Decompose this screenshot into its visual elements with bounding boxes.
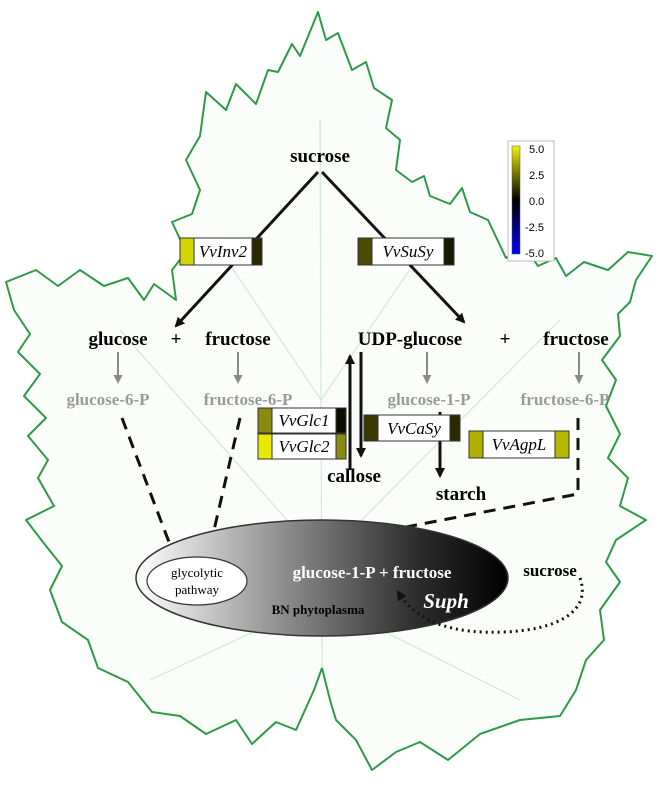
gene-box-vvagpl: VvAgpL	[468, 430, 570, 459]
gene-label: VvCaSy	[387, 419, 441, 438]
scale-tick-label: -2.5	[525, 222, 544, 234]
gene-label: VvAgpL	[492, 435, 547, 454]
sucrose-uptake-arrow	[396, 577, 584, 634]
plus-sign-right: +	[500, 329, 511, 350]
suph-enzyme: Suph	[423, 589, 469, 613]
callose-label: callose	[327, 466, 381, 487]
glycolytic-pathway-ellipse	[146, 556, 248, 606]
sucrose-label: sucrose	[290, 146, 350, 167]
gene-box-vvglc2: VvGlc2	[257, 433, 347, 460]
gene-label: VvGlc2	[279, 437, 330, 456]
fructose-6-p-right-label: fructose-6-P	[521, 390, 610, 409]
scale-tick-label: -5.0	[525, 248, 544, 260]
reaction-arrows	[174, 170, 466, 478]
gene-label-box	[271, 433, 337, 460]
glucose-label: glucose	[88, 329, 147, 350]
plus-sign-left: +	[171, 329, 182, 350]
gene-color-right	[251, 237, 263, 266]
gene-label-box	[482, 430, 556, 459]
gene-label: VvInv2	[199, 242, 248, 261]
glycolytic-line1: glycolytic	[171, 565, 223, 580]
gene-box-vvsusy: VvSuSy	[357, 237, 455, 266]
gene-label-box	[193, 237, 253, 266]
glucose-1-p-label: glucose-1-P	[387, 390, 470, 409]
gene-color-right	[335, 433, 347, 460]
glucose-6-p-label: glucose-6-P	[66, 390, 149, 409]
gene-color-right	[554, 430, 570, 459]
gray-arrows	[113, 352, 584, 384]
gene-label-box	[371, 237, 445, 266]
gene-color-left	[357, 237, 373, 266]
fructose-6-p-left-label: fructose-6-P	[204, 390, 293, 409]
gene-color-left	[363, 414, 379, 442]
gene-label: VvSuSy	[383, 242, 434, 261]
sucrose-uptake-label: sucrose	[523, 561, 577, 580]
gene-box-vvglc1: VvGlc1	[257, 407, 347, 434]
starch-label: starch	[436, 484, 487, 505]
gene-color-right	[335, 407, 347, 434]
color-scale-legend: 5.0 2.5 0.0 -2.5 -5.0	[507, 140, 555, 262]
color-scale-bar	[511, 145, 521, 255]
gene-box-vvinv2: VvInv2	[179, 237, 263, 266]
phytoplasma-products: glucose-1-P + fructose	[293, 563, 452, 582]
glycolytic-line2: pathway	[175, 582, 220, 597]
metabolite-labels: sucrose glucose + fructose UDP-glucose +…	[66, 146, 609, 505]
fructose-right-label: fructose	[543, 329, 608, 350]
gene-label-box	[377, 414, 451, 442]
gene-color-left	[468, 430, 484, 459]
gene-label: VvGlc1	[279, 411, 330, 430]
scale-tick-label: 5.0	[529, 144, 544, 156]
gene-box-vvcasy: VvCaSy	[363, 414, 461, 442]
scale-tick-label: 0.0	[529, 196, 544, 208]
scale-tick-label: 2.5	[529, 170, 544, 182]
udp-glucose-label: UDP-glucose	[358, 329, 462, 350]
phytoplasma-cell	[135, 519, 509, 637]
gene-color-right	[449, 414, 461, 442]
gene-color-left	[257, 433, 273, 460]
phytoplasma-label: BN phytoplasma	[272, 602, 365, 617]
fructose-left-label: fructose	[205, 329, 270, 350]
gene-color-left	[257, 407, 273, 434]
gene-color-right	[443, 237, 455, 266]
gene-color-left	[179, 237, 195, 266]
